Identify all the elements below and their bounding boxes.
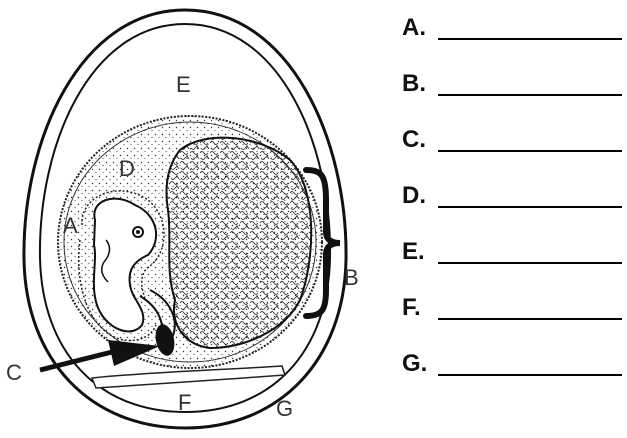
answer-letter: B. [402, 70, 436, 98]
answer-row-b: B. [402, 70, 624, 126]
answer-blank[interactable] [438, 238, 622, 264]
answer-list: A. B. C. D. E. F. G. [402, 14, 624, 406]
answer-blank[interactable] [438, 70, 622, 96]
answer-row-a: A. [402, 14, 624, 70]
label-g: G [276, 396, 293, 421]
label-c: C [6, 360, 22, 385]
answer-letter: G. [402, 350, 436, 378]
answer-row-c: C. [402, 126, 624, 182]
yolk [167, 138, 312, 348]
answer-letter: D. [402, 182, 436, 210]
answer-blank[interactable] [438, 350, 622, 376]
label-f: F [178, 390, 191, 415]
answer-blank[interactable] [438, 294, 622, 320]
label-a: A [63, 213, 78, 238]
answer-row-d: D. [402, 182, 624, 238]
answer-letter: C. [402, 126, 436, 154]
egg-diagram: E D A B C F G [0, 0, 400, 438]
answer-blank[interactable] [438, 14, 622, 40]
answer-row-g: G. [402, 350, 624, 406]
label-d: D [119, 156, 135, 181]
answer-row-f: F. [402, 294, 624, 350]
answer-blank[interactable] [438, 126, 622, 152]
label-b: B [344, 265, 359, 290]
answer-letter: F. [402, 294, 436, 322]
answer-row-e: E. [402, 238, 624, 294]
answer-letter: E. [402, 238, 436, 266]
label-e: E [176, 72, 191, 97]
answer-letter: A. [402, 14, 436, 42]
answer-blank[interactable] [438, 182, 622, 208]
